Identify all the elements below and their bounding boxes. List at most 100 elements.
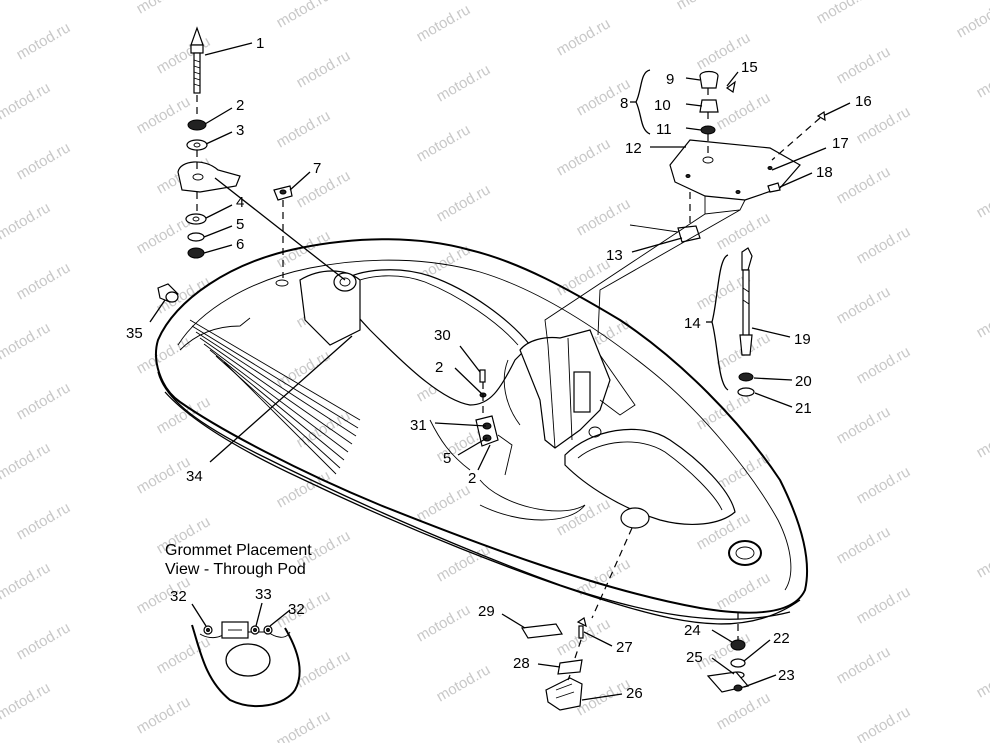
- callout-23: 23: [778, 667, 795, 684]
- callout-9: 9: [666, 71, 674, 88]
- cable-bracket: [629, 224, 701, 243]
- watermark-text: motod.ru: [294, 647, 354, 691]
- watermark-text: motod.ru: [294, 47, 354, 91]
- grommet-part: [273, 185, 293, 201]
- screw-27: [576, 617, 587, 639]
- watermark-text: motod.ru: [834, 43, 894, 87]
- watermark-text: motod.ru: [554, 135, 614, 179]
- callout-7: 7: [313, 160, 321, 177]
- watermark-text: motod.ru: [434, 661, 494, 705]
- watermark-text: motod.ru: [714, 689, 774, 733]
- center-fasteners: [475, 369, 499, 447]
- callout-13: 13: [606, 247, 623, 264]
- callout-28: 28: [513, 655, 530, 672]
- arrow-15: [725, 80, 736, 93]
- mount-bracket: [177, 161, 241, 193]
- watermark-text: motod.ru: [714, 89, 774, 133]
- drain-plug: [157, 283, 179, 303]
- watermark-text: motod.ru: [834, 523, 894, 567]
- watermark-text: motod.ru: [274, 707, 334, 743]
- throttle-cable: [737, 247, 755, 397]
- callout-10: 10: [654, 97, 671, 114]
- watermark-text: motod.ru: [834, 643, 894, 687]
- watermark-text: motod.ru: [854, 223, 914, 267]
- watermark-text: motod.ru: [674, 0, 734, 13]
- watermark-text: motod.ru: [574, 195, 634, 239]
- washer-stack-top: [186, 119, 208, 151]
- callout-2-lower: 2: [468, 470, 476, 487]
- callout-labels: 1 2 3 4 5 6 7 8 9 10 11 12 13 14 15 16 1…: [126, 35, 872, 702]
- leader-lines: [149, 42, 851, 701]
- watermark-text: motod.ru: [854, 583, 914, 627]
- callout-16: 16: [855, 93, 872, 110]
- callout-11: 11: [656, 121, 672, 138]
- watermark-text: motod.ru: [974, 297, 990, 341]
- watermark-text: motod.ru: [134, 0, 194, 17]
- watermark-text: motod.ru: [14, 19, 74, 63]
- callout-6: 6: [236, 236, 244, 253]
- callout-5: 5: [236, 216, 244, 233]
- watermark-text: motod.ru: [274, 0, 334, 31]
- watermark-text: motod.ru: [854, 463, 914, 507]
- watermark-text: motod.ru: [974, 657, 990, 701]
- callout-35: 35: [126, 325, 143, 342]
- callout-25: 25: [686, 649, 703, 666]
- watermark-text: motod.ru: [814, 0, 874, 27]
- watermark-text: motod.ru: [714, 569, 774, 613]
- callout-8: 8: [620, 95, 628, 112]
- watermark-text: motod.ru: [14, 619, 74, 663]
- callout-30: 30: [434, 327, 451, 344]
- callout-32-right: 32: [288, 601, 305, 618]
- watermark-text: motod.ru: [14, 259, 74, 303]
- watermark-text: motod.ru: [834, 403, 894, 447]
- callout-20: 20: [795, 373, 812, 390]
- watermark-text: motod.ru: [14, 499, 74, 543]
- watermark-text: motod.ru: [414, 601, 474, 645]
- callout-2-center: 2: [435, 359, 443, 376]
- callout-34: 34: [186, 468, 203, 485]
- watermark-text: motod.ru: [974, 537, 990, 581]
- watermark-text: motod.ru: [154, 393, 214, 437]
- callout-1: 1: [256, 35, 264, 52]
- watermark-text: motod.ru: [434, 181, 494, 225]
- watermark-text: motod.ru: [0, 199, 53, 243]
- callout-26: 26: [626, 685, 643, 702]
- watermark-text: motod.ru: [434, 61, 494, 105]
- watermark-text: motod.ru: [414, 1, 474, 45]
- callout-32-left: 32: [170, 588, 187, 605]
- watermark-text: motod.ru: [414, 121, 474, 165]
- washer-stack-bottom: [185, 213, 207, 259]
- watermark-text: motod.ru: [554, 255, 614, 299]
- grommet-inset: [191, 621, 301, 708]
- watermark-text: motod.ru: [974, 57, 990, 101]
- watermark-text: motod.ru: [554, 495, 614, 539]
- watermark-text: motod.ru: [834, 283, 894, 327]
- callout-21: 21: [795, 400, 812, 417]
- callout-24: 24: [684, 622, 701, 639]
- watermark-text: motod.ru: [154, 33, 214, 77]
- watermark-text: motod.ru: [0, 319, 53, 363]
- callout-14: 14: [684, 315, 701, 332]
- watermark-text: motod.ru: [0, 559, 53, 603]
- watermark-text: motod.ru: [854, 703, 914, 743]
- watermark-text: motod.ru: [274, 107, 334, 151]
- watermark-text: motod.ru: [0, 0, 53, 3]
- watermark-text: motod.ru: [134, 213, 194, 257]
- watermark-text: motod.ru: [0, 679, 53, 723]
- callout-4: 4: [236, 194, 244, 211]
- callout-15: 15: [741, 59, 758, 76]
- callout-18: 18: [816, 164, 833, 181]
- handle-bracket: [545, 677, 583, 711]
- watermark-text: motod.ru: [554, 15, 614, 59]
- watermark-text: motod.ru: [0, 79, 53, 123]
- inset-caption-line-1: Grommet Placement: [165, 542, 312, 559]
- cap-assembly: [699, 70, 719, 135]
- callout-31: 31: [410, 417, 427, 434]
- hull-hole: [275, 279, 289, 287]
- watermark-text: motod.ru: [854, 343, 914, 387]
- nut-18: [767, 182, 781, 193]
- callout-5-center: 5: [443, 450, 451, 467]
- watermark-text: motod.ru: [14, 139, 74, 183]
- watermark-text: motod.ru: [954, 0, 990, 41]
